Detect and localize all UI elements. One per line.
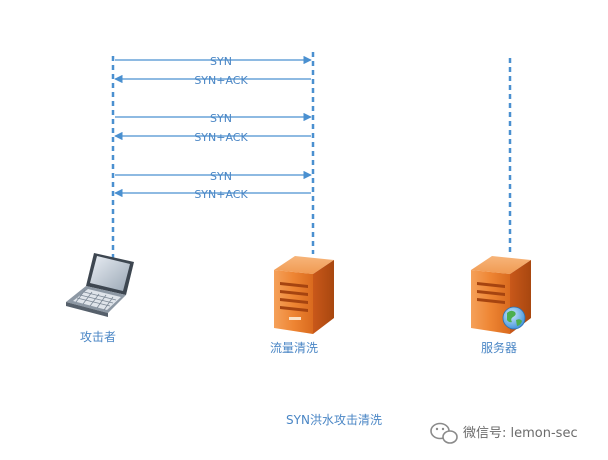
watermark: 微信号: lemon-sec [430,422,578,444]
diagram-caption: SYN洪水攻击清洗 [286,413,382,427]
attacker-label: 攻击者 [80,330,116,344]
watermark-text: 微信号: lemon-sec [463,426,578,441]
laptop-icon [66,253,134,317]
globe-icon [502,306,526,330]
message-label: SYN+ACK [194,188,248,201]
message-label: SYN+ACK [194,131,248,144]
message-label: SYN [210,112,232,125]
traffic-scrubbing-label: 流量清洗 [270,341,318,355]
web-server-icon [471,256,531,334]
message-label: SYN+ACK [194,74,248,87]
server-icon [274,256,334,334]
message-label: SYN [210,170,232,183]
wechat-icon [430,422,458,444]
messages: SYN SYN+ACK SYN SYN+ACK SYN SYN+ACK [114,55,312,201]
message-label: SYN [210,55,232,68]
server-label: 服务器 [481,340,517,355]
